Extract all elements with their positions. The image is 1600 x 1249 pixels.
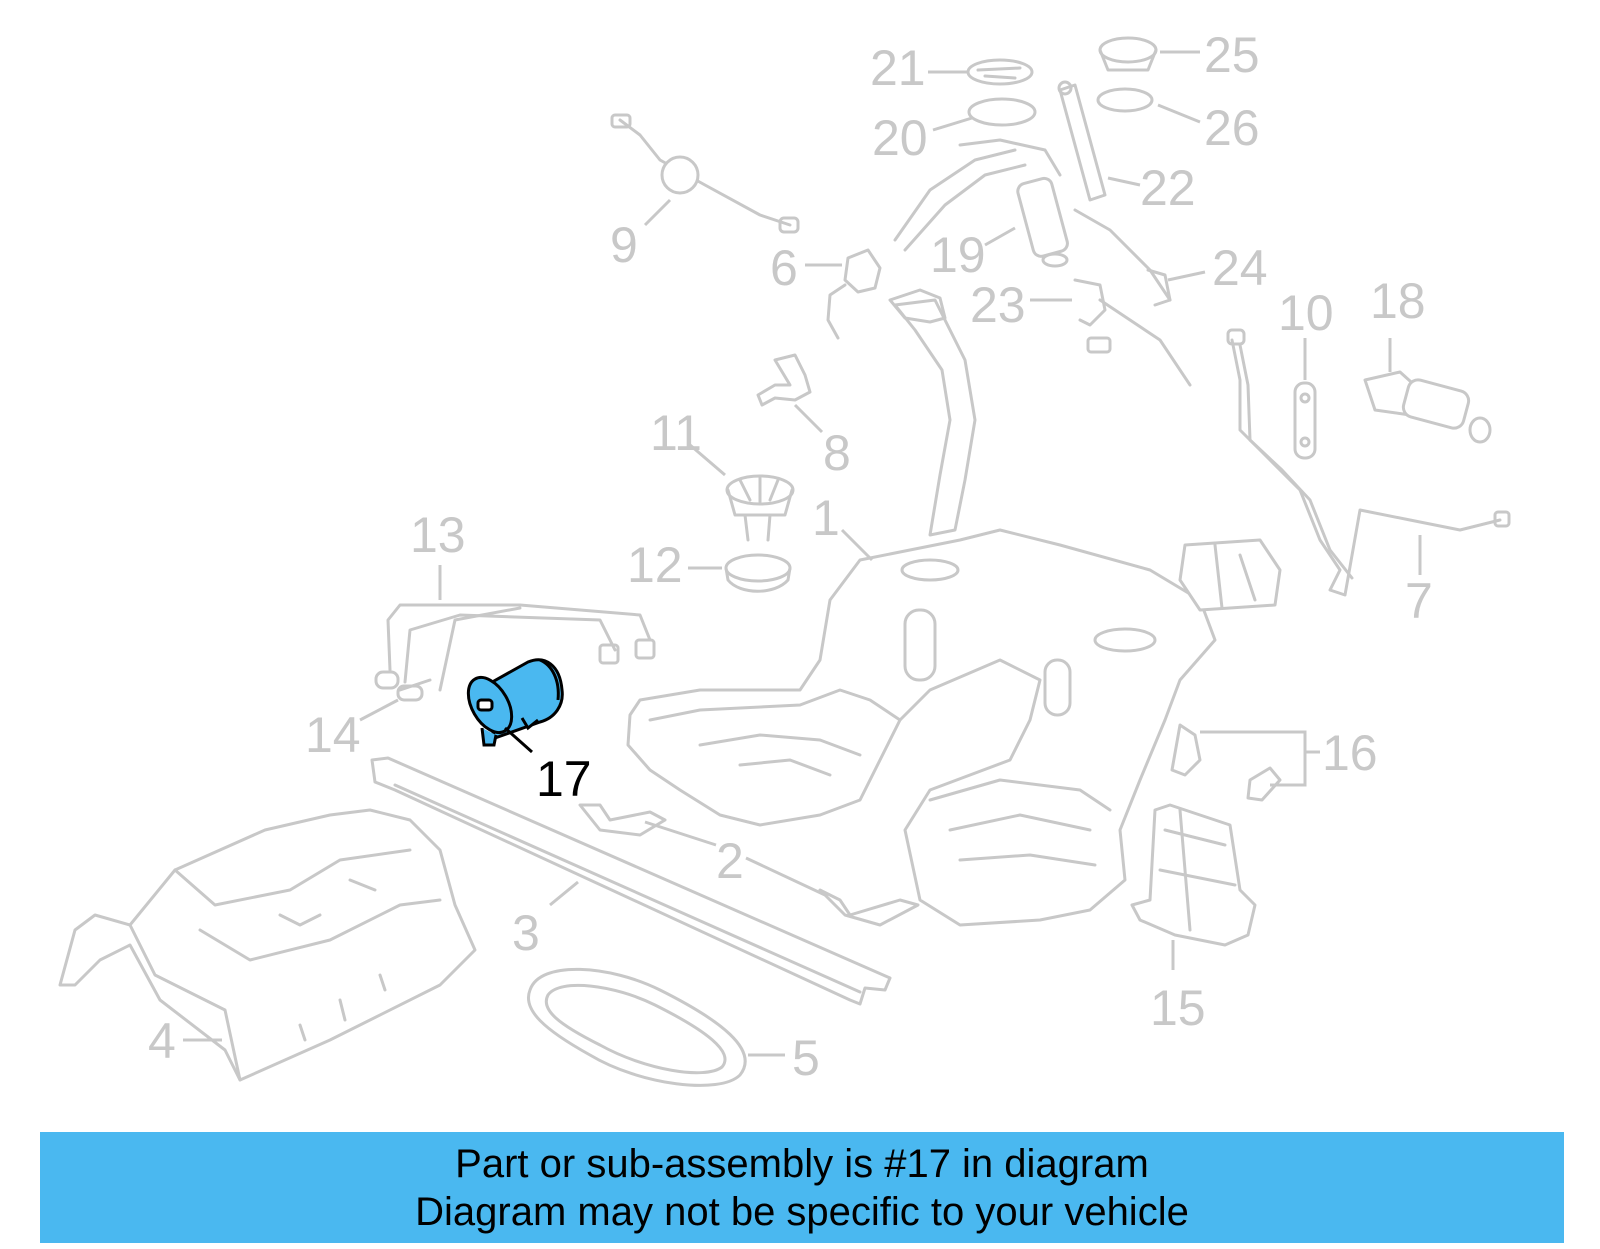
part-13-fuel-lines xyxy=(386,603,656,692)
part-26-seal xyxy=(1096,87,1154,113)
part-7-line xyxy=(1226,328,1511,597)
callout-6: 6 xyxy=(770,240,798,296)
part-2-brackets xyxy=(578,803,920,927)
callout-labels: 1 2 3 4 5 6 7 8 9 10 11 12 13 14 15 16 1… xyxy=(148,27,1433,1086)
callout-3: 3 xyxy=(512,905,540,961)
part-10-bracket xyxy=(1293,381,1317,460)
part-18-valve xyxy=(1363,370,1492,444)
part-6-connector xyxy=(826,248,882,340)
callout-12: 12 xyxy=(627,537,683,593)
callout-14: 14 xyxy=(305,707,361,763)
callout-1: 1 xyxy=(812,490,840,546)
part-19-pump-module xyxy=(893,138,1172,302)
callout-4: 4 xyxy=(148,1013,176,1069)
part-9-sensor xyxy=(610,113,800,234)
callout-17: 17 xyxy=(536,751,592,807)
callout-7: 7 xyxy=(1405,573,1433,629)
part-24-clip xyxy=(1146,268,1172,307)
part-5-gasket xyxy=(527,967,747,1087)
part-21-lock-ring xyxy=(966,58,1034,86)
callout-8: 8 xyxy=(823,425,851,481)
part-14-connector xyxy=(374,670,432,702)
callout-18: 18 xyxy=(1370,273,1426,329)
callout-13: 13 xyxy=(410,507,466,563)
callout-16: 16 xyxy=(1322,725,1378,781)
callout-11: 11 xyxy=(650,405,702,461)
callout-26: 26 xyxy=(1204,100,1260,156)
callout-10: 10 xyxy=(1278,285,1334,341)
part-1-fuel-tank xyxy=(626,288,1282,927)
callout-15: 15 xyxy=(1150,980,1206,1036)
callout-19: 19 xyxy=(930,227,986,283)
part-4-heat-shield xyxy=(58,808,477,1082)
callout-24: 24 xyxy=(1212,240,1268,296)
part-11-cap xyxy=(725,474,795,542)
part-3-cross-brace xyxy=(370,756,892,1006)
part-17-canister xyxy=(466,658,564,747)
callout-25: 25 xyxy=(1204,27,1260,83)
leader-lines xyxy=(183,50,1422,1057)
part-23-sender xyxy=(1073,278,1192,387)
callout-2: 2 xyxy=(716,833,744,889)
part-15-bracket xyxy=(1130,803,1257,947)
callout-5: 5 xyxy=(792,1030,820,1086)
part-22-sender-tube xyxy=(1057,80,1107,202)
part-12-ring xyxy=(724,553,792,593)
part-25-cap xyxy=(1098,36,1158,72)
part-16-clips xyxy=(1170,723,1282,802)
callout-23: 23 xyxy=(970,277,1026,333)
info-banner: Part or sub-assembly is #17 in diagram D… xyxy=(40,1132,1564,1243)
part-8-elbow xyxy=(756,353,812,407)
banner-line-disclaimer: Diagram may not be specific to your vehi… xyxy=(415,1190,1189,1234)
banner-line-part: Part or sub-assembly is #17 in diagram xyxy=(455,1142,1149,1186)
callout-20: 20 xyxy=(872,110,928,166)
callout-22: 22 xyxy=(1140,160,1196,216)
callout-21: 21 xyxy=(870,40,926,96)
callout-9: 9 xyxy=(610,217,638,273)
part-20-seal xyxy=(967,97,1037,127)
